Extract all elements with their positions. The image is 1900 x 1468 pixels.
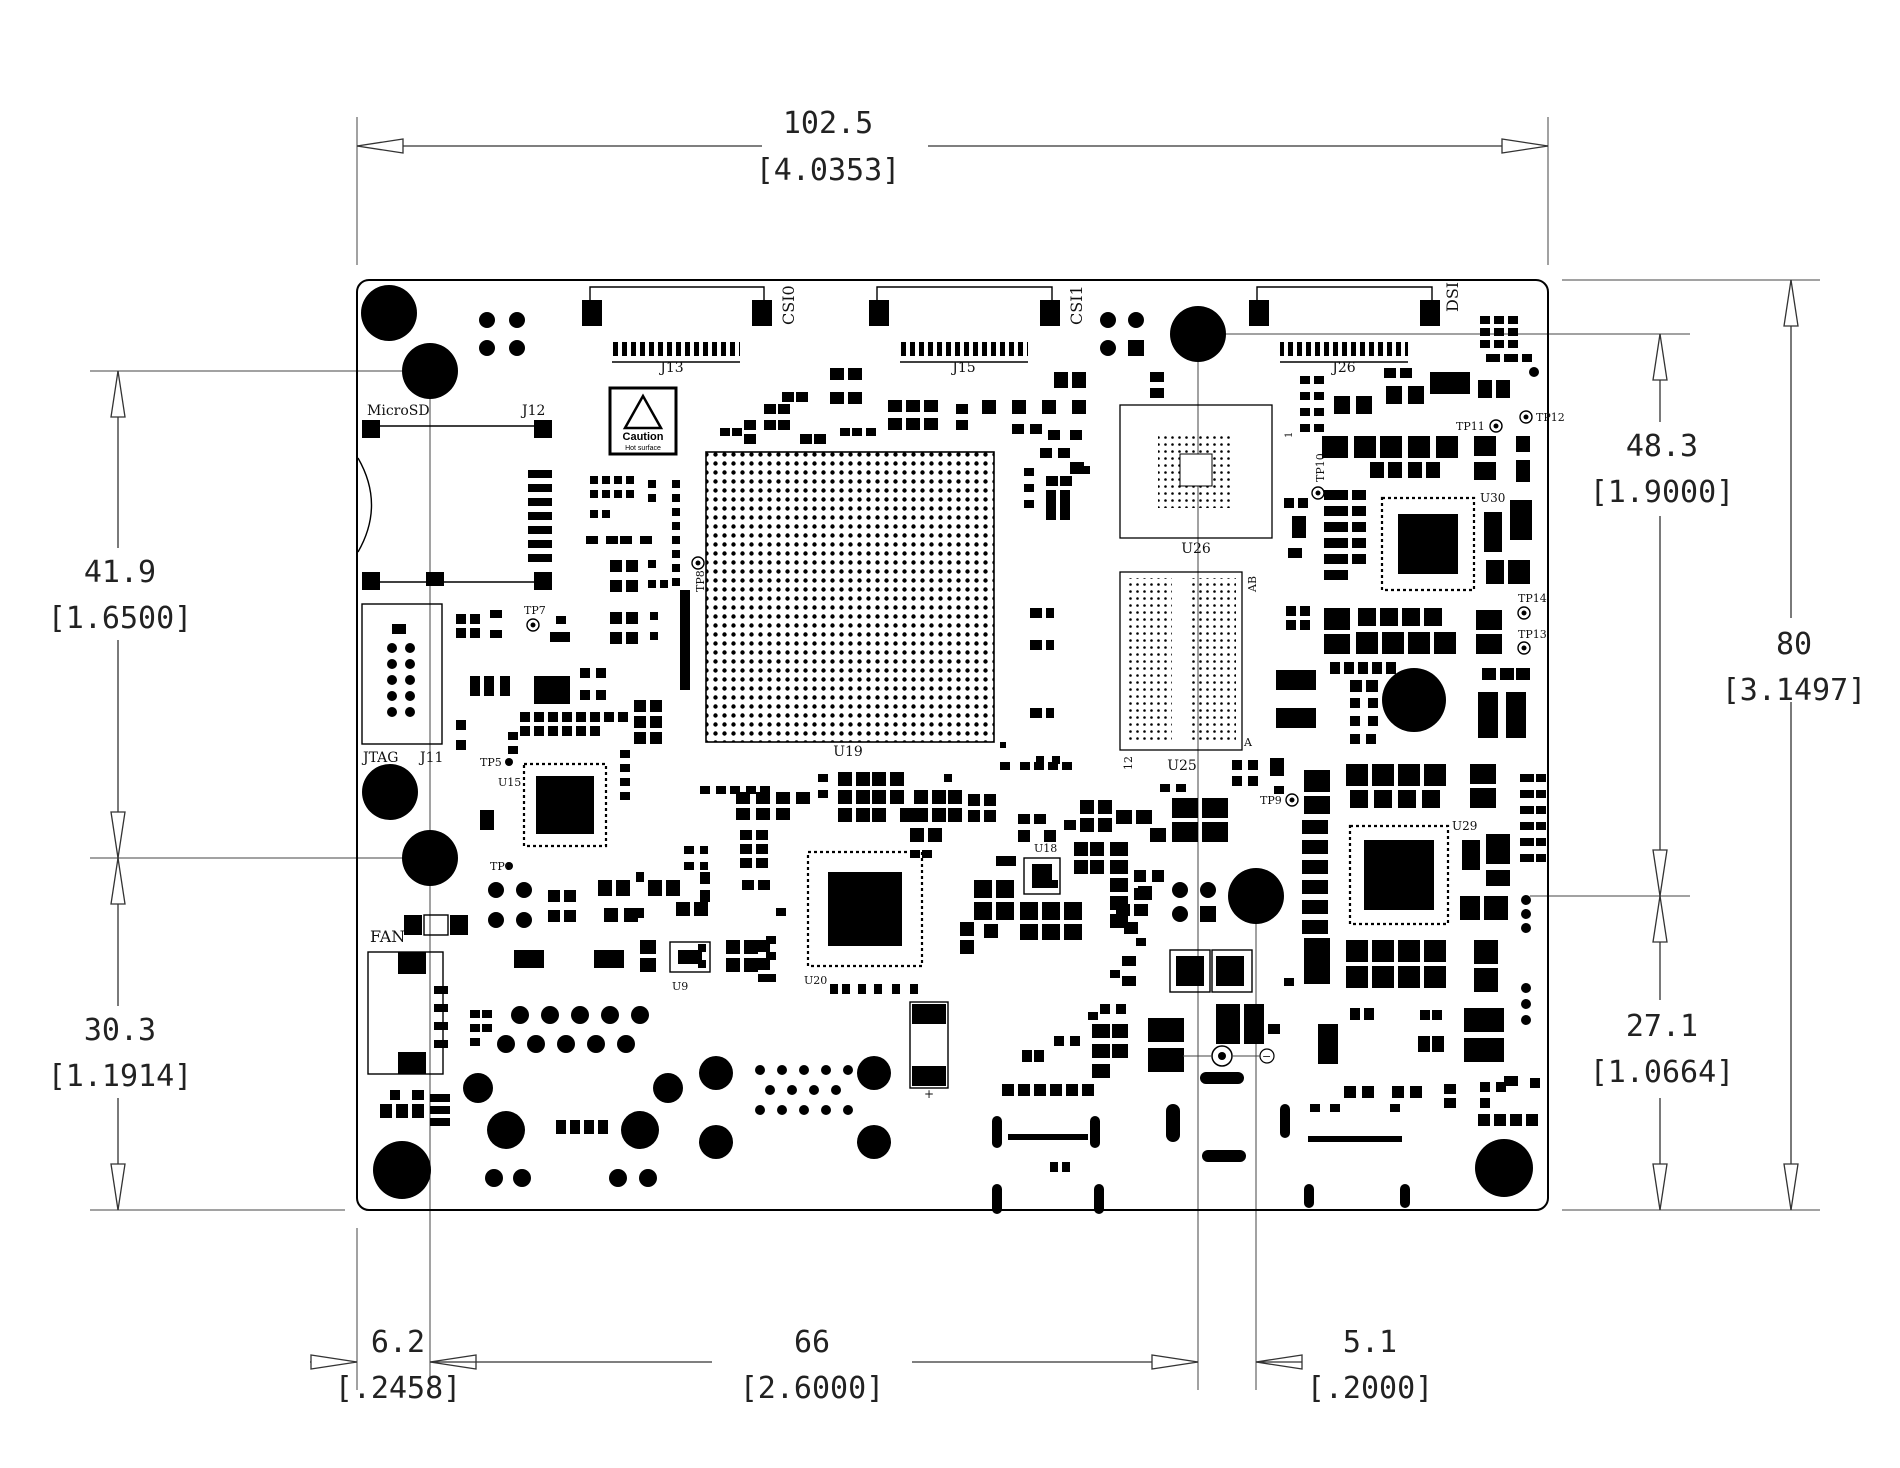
dimension-left-upper: 41.9 [1.6500] — [48, 370, 430, 859]
label-tp11: TP11 — [1456, 420, 1485, 433]
dim-right-lower-value: 27.1 — [1626, 1009, 1698, 1044]
chip-u20: U20 — [804, 850, 924, 987]
label-tp7: TP7 — [524, 604, 546, 617]
caution-hot-surface-label: Caution Hot surface — [608, 386, 678, 456]
dim-right-lower-inch: [1.0664] — [1590, 1055, 1735, 1090]
label-j11: J11 — [418, 750, 443, 766]
connector-dsi: DSI J26 — [1249, 282, 1462, 376]
label-tp8: TP8 — [694, 570, 707, 592]
dim-bottom-middle-inch: [2.6000] — [740, 1371, 885, 1406]
dimension-bottom: 6.2 [.2458] 66 [2.6000] 5.1 [.2000] — [310, 334, 1433, 1406]
connector-fan: FAN — [367, 914, 468, 1075]
caution-title: Caution — [623, 431, 664, 443]
label-u26: U26 — [1181, 541, 1211, 557]
dimension-right-upper: 48.3 [1.9000] — [1190, 333, 1735, 897]
label-tp13: TP13 — [1518, 628, 1547, 641]
label-tp10: TP10 — [1314, 453, 1327, 482]
bottom-connectors: + — [380, 882, 1410, 1214]
label-u15: U15 — [498, 776, 521, 789]
label-u20: U20 — [804, 974, 827, 987]
dim-left-upper-inch: [1.6500] — [48, 601, 193, 636]
label-tp14: TP14 — [1518, 592, 1547, 605]
mounting-holes — [361, 285, 1533, 1199]
dim-left-lower-value: 30.3 — [84, 1013, 156, 1048]
label-microsd: MicroSD — [367, 403, 430, 419]
label-u26-pin1: 1 — [1284, 432, 1295, 438]
connector-jtag: JTAG J11 — [361, 603, 443, 766]
chip-u15: U15 — [498, 762, 608, 848]
label-tp6: TP6 — [490, 860, 512, 873]
label-tp12: TP12 — [1536, 411, 1565, 424]
caution-subtitle: Hot surface — [625, 445, 661, 452]
label-j12: J12 — [520, 403, 545, 419]
connector-csi0: CSI0 J13 — [582, 285, 798, 376]
label-dsi: DSI — [1443, 282, 1462, 312]
label-ab: AB — [1246, 576, 1259, 593]
chip-u29: U29 — [1348, 819, 1477, 926]
chip-u19: U19 — [705, 451, 995, 760]
dim-left-upper-value: 41.9 — [84, 555, 156, 590]
chip-u26: U26 — [1119, 404, 1273, 557]
label-csi1: CSI1 — [1067, 285, 1086, 325]
chip-u9: U9 — [669, 941, 711, 993]
dimension-right-lower: 27.1 [1.0664] — [1590, 895, 1735, 1211]
dim-right-upper-inch: [1.9000] — [1590, 475, 1735, 510]
dim-bottom-left-inch: [.2458] — [335, 1371, 461, 1406]
chip-u25: U25 AB A 12 — [1119, 571, 1259, 774]
label-j26: J26 — [1330, 360, 1356, 376]
label-u25: U25 — [1167, 758, 1197, 774]
dim-left-lower-inch: [1.1914] — [48, 1059, 193, 1094]
dim-bottom-right-inch: [.2000] — [1307, 1371, 1433, 1406]
dim-bottom-middle-value: 66 — [794, 1325, 830, 1360]
test-points: TP7 TP5 TP6 TP8 TP9 TP10 TP11 TP12 TP13 … — [480, 410, 1565, 873]
connector-microsd: MicroSD J12 — [357, 403, 552, 590]
connector-csi1: CSI1 J15 — [869, 285, 1086, 376]
dim-overall-height-value: 80 — [1776, 627, 1812, 662]
dim-right-upper-value: 48.3 — [1626, 429, 1698, 464]
label-a: A — [1243, 736, 1253, 749]
label-cap-plus: + — [924, 1087, 934, 1101]
label-u30: U30 — [1480, 491, 1505, 505]
label-u19: U19 — [833, 744, 863, 760]
dimension-left-lower: 30.3 [1.1914] — [48, 857, 345, 1211]
label-fan: FAN — [370, 927, 405, 946]
dimension-overall-height: 80 [3.1497] — [1562, 279, 1867, 1211]
dimension-overall-width: 102.5 [4.0353] — [356, 106, 1549, 265]
label-tp5: TP5 — [480, 756, 502, 769]
dim-overall-width-value: 102.5 — [783, 106, 873, 141]
dim-overall-height-inch: [3.1497] — [1722, 673, 1867, 708]
dim-overall-width-inch: [4.0353] — [756, 153, 901, 188]
dim-bottom-right-value: 5.1 — [1343, 1325, 1397, 1360]
label-jack-minus: − — [1262, 1050, 1271, 1063]
passive-components — [456, 316, 1546, 1126]
label-tp9: TP9 — [1260, 794, 1282, 807]
label-12: 12 — [1122, 756, 1135, 770]
label-u18: U18 — [1034, 842, 1057, 855]
label-jtag: JTAG — [361, 750, 398, 766]
label-j15: J15 — [950, 360, 975, 376]
label-u29: U29 — [1452, 819, 1477, 833]
dim-bottom-left-value: 6.2 — [371, 1325, 425, 1360]
label-csi0: CSI0 — [779, 285, 798, 325]
chip-u18: U18 — [1023, 842, 1061, 895]
label-j13: J13 — [658, 360, 683, 376]
chip-u30: U30 — [1380, 491, 1505, 592]
board-outline — [356, 279, 1549, 1211]
label-u9: U9 — [672, 980, 688, 993]
